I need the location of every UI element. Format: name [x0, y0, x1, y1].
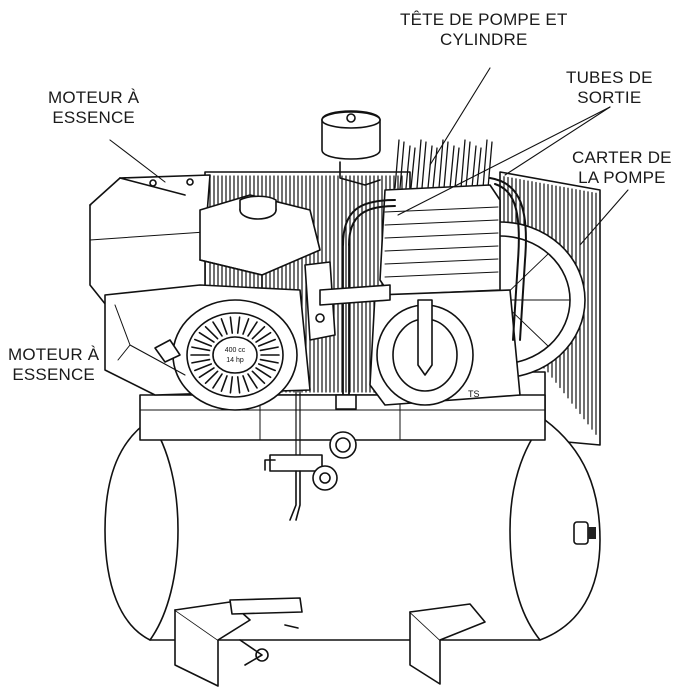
label-gas-engine-top: MOTEUR À ESSENCE [48, 88, 139, 128]
label-gas-engine-top-line1: MOTEUR À [48, 88, 140, 107]
pump: TS [319, 110, 527, 410]
label-pump-crankcase-line2: LA POMPE [578, 168, 666, 187]
leader-lines [109, 67, 629, 376]
engine-decal-line1: 400 cc [225, 347, 246, 354]
label-outlet-tubes-line1: TUBES DE [566, 68, 653, 87]
label-pump-crankcase-line1: CARTER DE [572, 148, 672, 167]
label-gas-engine-side-line2: ESSENCE [12, 365, 95, 384]
label-pump-crankcase: CARTER DE LA POMPE [572, 148, 672, 188]
label-pump-head: TÊTE DE POMPE ET CYLINDRE [400, 10, 568, 50]
label-gas-engine-top-line2: ESSENCE [52, 108, 135, 127]
label-outlet-tubes-line2: SORTIE [577, 88, 642, 107]
label-gas-engine-side: MOTEUR À ESSENCE [8, 345, 99, 385]
regulator-assembly [264, 389, 357, 521]
gas-engine: 400 cc 14 hp [89, 174, 336, 411]
leader-outlet-tube-1 [504, 106, 611, 176]
engine-decal-line2: 14 hp [226, 357, 244, 364]
label-gas-engine-side-line1: MOTEUR À [8, 345, 100, 364]
air-tank [104, 419, 601, 641]
label-pump-head-line1: TÊTE DE POMPE ET [400, 10, 568, 29]
leader-gas-engine-side [129, 344, 186, 376]
leader-gas-engine-top [109, 139, 166, 183]
pump-mark: TS [468, 389, 480, 399]
leader-crankcase [579, 189, 629, 246]
leader-outlet-tube-2 [397, 106, 611, 216]
leader-pump-head [429, 67, 491, 166]
label-pump-head-line2: CYLINDRE [439, 30, 528, 49]
tank-feet [174, 597, 486, 687]
label-outlet-tubes: TUBES DE SORTIE [566, 68, 653, 108]
